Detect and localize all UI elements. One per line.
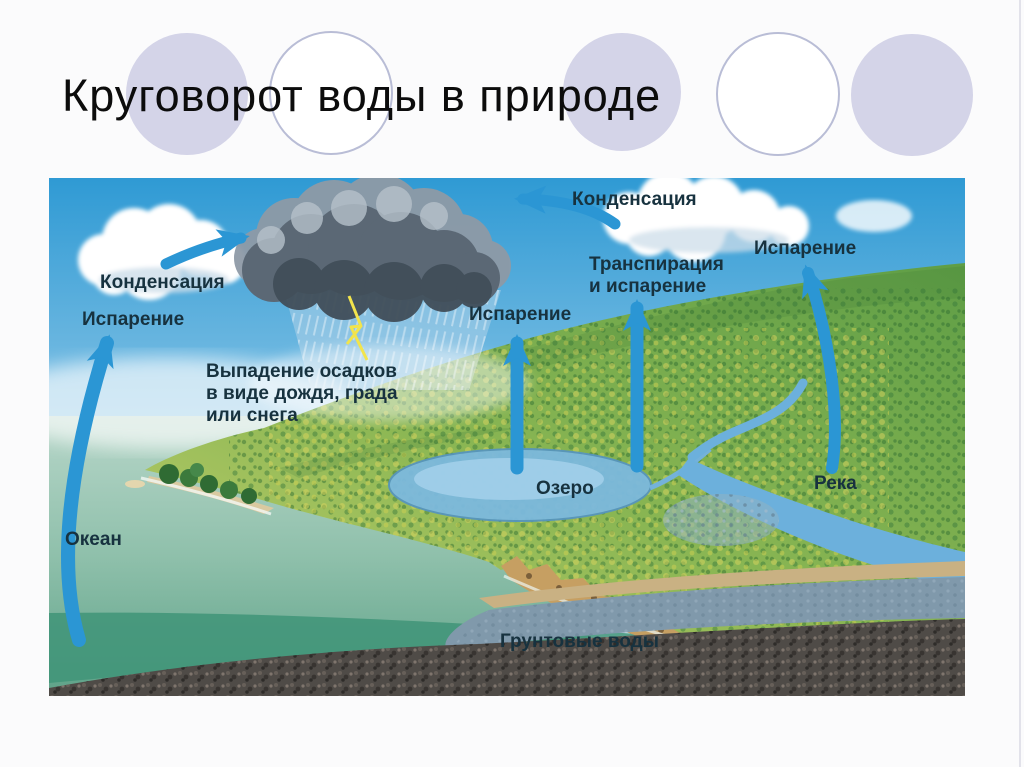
water-cycle-diagram: Конденсация Испарение Выпадение осадков …: [49, 178, 965, 696]
decor-circle-1: [126, 33, 248, 155]
page-title: Круговорот воды в природе: [62, 70, 662, 121]
arrow-condensation-top: [514, 185, 621, 230]
label-evaporation-right: Испарение: [754, 238, 856, 259]
marsh: [663, 494, 779, 546]
arrow-cloud-to-storm: [160, 229, 250, 270]
peninsula: [125, 463, 274, 516]
cloud-right: [603, 178, 809, 262]
cloud-left: [78, 204, 246, 300]
cloud-far-right: [836, 200, 912, 232]
label-precipitation-line3: или снега: [206, 405, 298, 426]
label-condensation-left: Конденсация: [100, 272, 225, 293]
sand-band: [479, 561, 965, 608]
decor-circle-5: [851, 34, 973, 156]
storm-cloud: [234, 178, 529, 421]
label-transpiration-line1: Транспирация: [589, 254, 724, 275]
label-river: Река: [814, 473, 857, 494]
label-transpiration-line2: и испарение: [589, 276, 706, 297]
label-lake: Озеро: [536, 478, 594, 499]
label-precipitation-line1: Выпадение осадков: [206, 361, 397, 382]
label-groundwater: Грунтовые воды: [500, 631, 659, 652]
label-condensation-top: Конденсация: [572, 189, 697, 210]
lightning-bolt: [345, 295, 369, 361]
decor-circle-3: [563, 33, 681, 151]
underground-layers: [49, 561, 965, 696]
label-evaporation-center: Испарение: [469, 304, 571, 325]
river: [649, 378, 965, 590]
lake: [388, 448, 652, 522]
arrow-evaporation-river: [801, 264, 841, 474]
arrow-evaporation-ocean: [61, 334, 114, 647]
decor-circle-2: [269, 31, 393, 155]
label-ocean: Океан: [65, 529, 122, 550]
label-precipitation-line2: в виде дождя, града: [206, 383, 398, 404]
label-evaporation-left: Испарение: [82, 309, 184, 330]
decor-circle-4: [716, 32, 840, 156]
slide-right-edge: [1019, 0, 1021, 767]
